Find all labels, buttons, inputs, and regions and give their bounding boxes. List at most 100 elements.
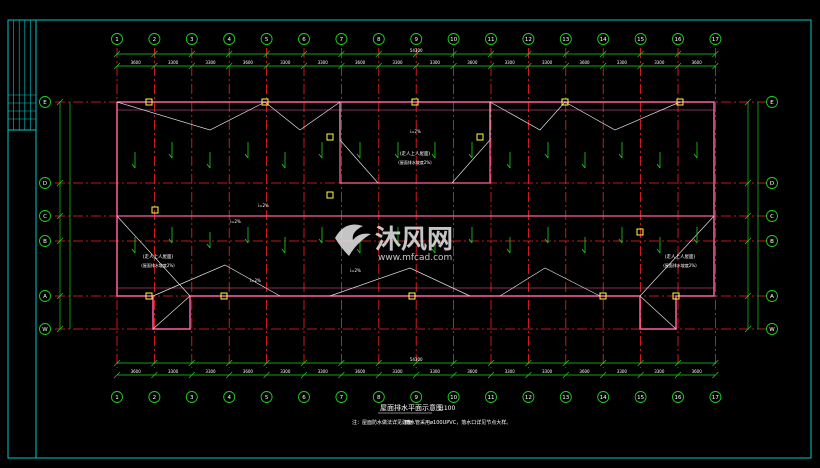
slope-ridge bbox=[639, 295, 677, 330]
dim-tick bbox=[375, 62, 383, 70]
dim-text: 3300 bbox=[392, 369, 403, 374]
note-line-1: 注：屋面防水做法详见建施 bbox=[352, 419, 412, 426]
dim-tick bbox=[225, 359, 233, 367]
dim-tick bbox=[338, 371, 345, 379]
roof-drain bbox=[411, 98, 419, 106]
dim-tick bbox=[300, 359, 308, 367]
dim-tick bbox=[263, 62, 270, 70]
roof-drain bbox=[145, 292, 153, 300]
slope-text: i=2% bbox=[258, 203, 269, 208]
dim-tick bbox=[744, 98, 752, 106]
slope-ridge bbox=[116, 101, 266, 131]
slope-arrow-head bbox=[431, 153, 436, 159]
dim-text: 3300 bbox=[205, 369, 216, 374]
dim-tick bbox=[599, 371, 607, 379]
slope-arrow-head bbox=[394, 153, 399, 159]
dim-tick bbox=[56, 237, 64, 245]
axis-bubble-label: 5 bbox=[265, 37, 269, 43]
axis-bubble-side bbox=[766, 96, 778, 108]
axis-bubble-label: 14 bbox=[600, 395, 607, 401]
dim-text: 3600 bbox=[243, 369, 254, 374]
axis-bubble bbox=[485, 391, 497, 403]
axis-bubble-side bbox=[766, 235, 778, 247]
slope-arrow-head bbox=[244, 153, 249, 159]
slope-text: i=2% bbox=[410, 129, 421, 134]
slope-arrow-head bbox=[318, 153, 323, 159]
dim-text: 3300 bbox=[617, 369, 628, 374]
axis-bubble bbox=[410, 33, 423, 45]
dim-text: 3300 bbox=[205, 60, 216, 65]
dim-text: 3600 bbox=[579, 60, 590, 65]
axis-bubble bbox=[709, 391, 722, 403]
dim-tick bbox=[56, 325, 64, 333]
axis-bubble bbox=[447, 391, 460, 403]
axis-bubble bbox=[148, 33, 161, 45]
axis-bubble-side-label: A bbox=[43, 294, 47, 300]
dim-text: 3300 bbox=[542, 369, 553, 374]
axis-bubble bbox=[260, 33, 273, 45]
dim-tick bbox=[300, 50, 308, 58]
dim-tick bbox=[674, 62, 682, 70]
axis-bubble-side-label: W bbox=[42, 327, 48, 333]
axis-bubbles: 1122334455667788991010111112121313141415… bbox=[39, 33, 778, 403]
dim-tick bbox=[56, 292, 64, 300]
room-sublabel: (屋面排水坡度2%) bbox=[398, 159, 432, 165]
inner-border bbox=[35, 19, 812, 459]
dim-tick bbox=[412, 371, 420, 379]
slope-arrow-head bbox=[544, 238, 549, 244]
dim-tick bbox=[562, 359, 570, 367]
axis-bubble-label: 9 bbox=[414, 37, 418, 43]
axis-bubble-side bbox=[766, 210, 778, 222]
dim-text: 3300 bbox=[392, 60, 403, 65]
axis-bubble bbox=[672, 391, 684, 403]
axis-bubble-side bbox=[39, 210, 51, 222]
slope-arrow-head bbox=[693, 153, 698, 159]
watermark-logo-icon bbox=[335, 224, 371, 256]
dim-tick bbox=[487, 359, 495, 367]
axis-bubble-label: 1 bbox=[115, 37, 119, 43]
dim-tick bbox=[188, 62, 196, 70]
dim-text: 3600 bbox=[355, 60, 366, 65]
slope-arrow-head bbox=[468, 238, 473, 244]
dim-tick bbox=[188, 359, 196, 367]
dim-tick bbox=[56, 179, 64, 187]
dim-text: 3300 bbox=[505, 369, 516, 374]
dim-tick bbox=[637, 371, 644, 379]
dim-tick bbox=[487, 50, 495, 58]
axis-bubble-side-label: D bbox=[770, 181, 774, 187]
axis-bubble-label: 12 bbox=[525, 395, 532, 401]
axis-bubble-label: 9 bbox=[414, 395, 418, 401]
roof-drain bbox=[326, 133, 334, 141]
dim-tick bbox=[599, 359, 607, 367]
dim-tick bbox=[637, 50, 644, 58]
slope-arrow-head bbox=[318, 238, 323, 244]
dim-tick bbox=[599, 62, 607, 70]
dim-tick bbox=[450, 62, 457, 70]
slope-ridge bbox=[264, 101, 341, 131]
slope-arrow-head bbox=[394, 238, 399, 244]
roof-drain bbox=[599, 292, 607, 300]
axis-bubble bbox=[335, 33, 348, 45]
dim-text: 3600 bbox=[131, 60, 142, 65]
axis-bubble-label: 3 bbox=[190, 37, 194, 43]
title-block bbox=[7, 19, 37, 131]
dim-tick bbox=[450, 50, 457, 58]
slope-arrow-head bbox=[544, 153, 549, 159]
axis-bubble bbox=[485, 33, 497, 45]
dim-tick bbox=[450, 359, 457, 367]
note-line-2: 雨水管采用ø100UPVC，落水口详见节点大样。 bbox=[405, 419, 511, 426]
dim-tick bbox=[375, 371, 383, 379]
axis-bubble-label: 7 bbox=[340, 395, 344, 401]
room-label: (走人上人屋面) bbox=[665, 253, 696, 260]
dim-tick bbox=[712, 62, 719, 70]
slope-text: i=2% bbox=[350, 268, 361, 273]
dim-tick bbox=[300, 62, 308, 70]
room-label: (走人上人屋面) bbox=[143, 253, 174, 260]
axis-bubble-label: 4 bbox=[227, 395, 231, 401]
slope-arrow-head bbox=[656, 163, 661, 169]
dim-tick bbox=[338, 62, 345, 70]
dim-text: 3300 bbox=[280, 369, 291, 374]
axis-bubble-side-label: E bbox=[770, 100, 774, 106]
dim-tick bbox=[450, 371, 457, 379]
slope-arrow-head bbox=[281, 163, 286, 169]
